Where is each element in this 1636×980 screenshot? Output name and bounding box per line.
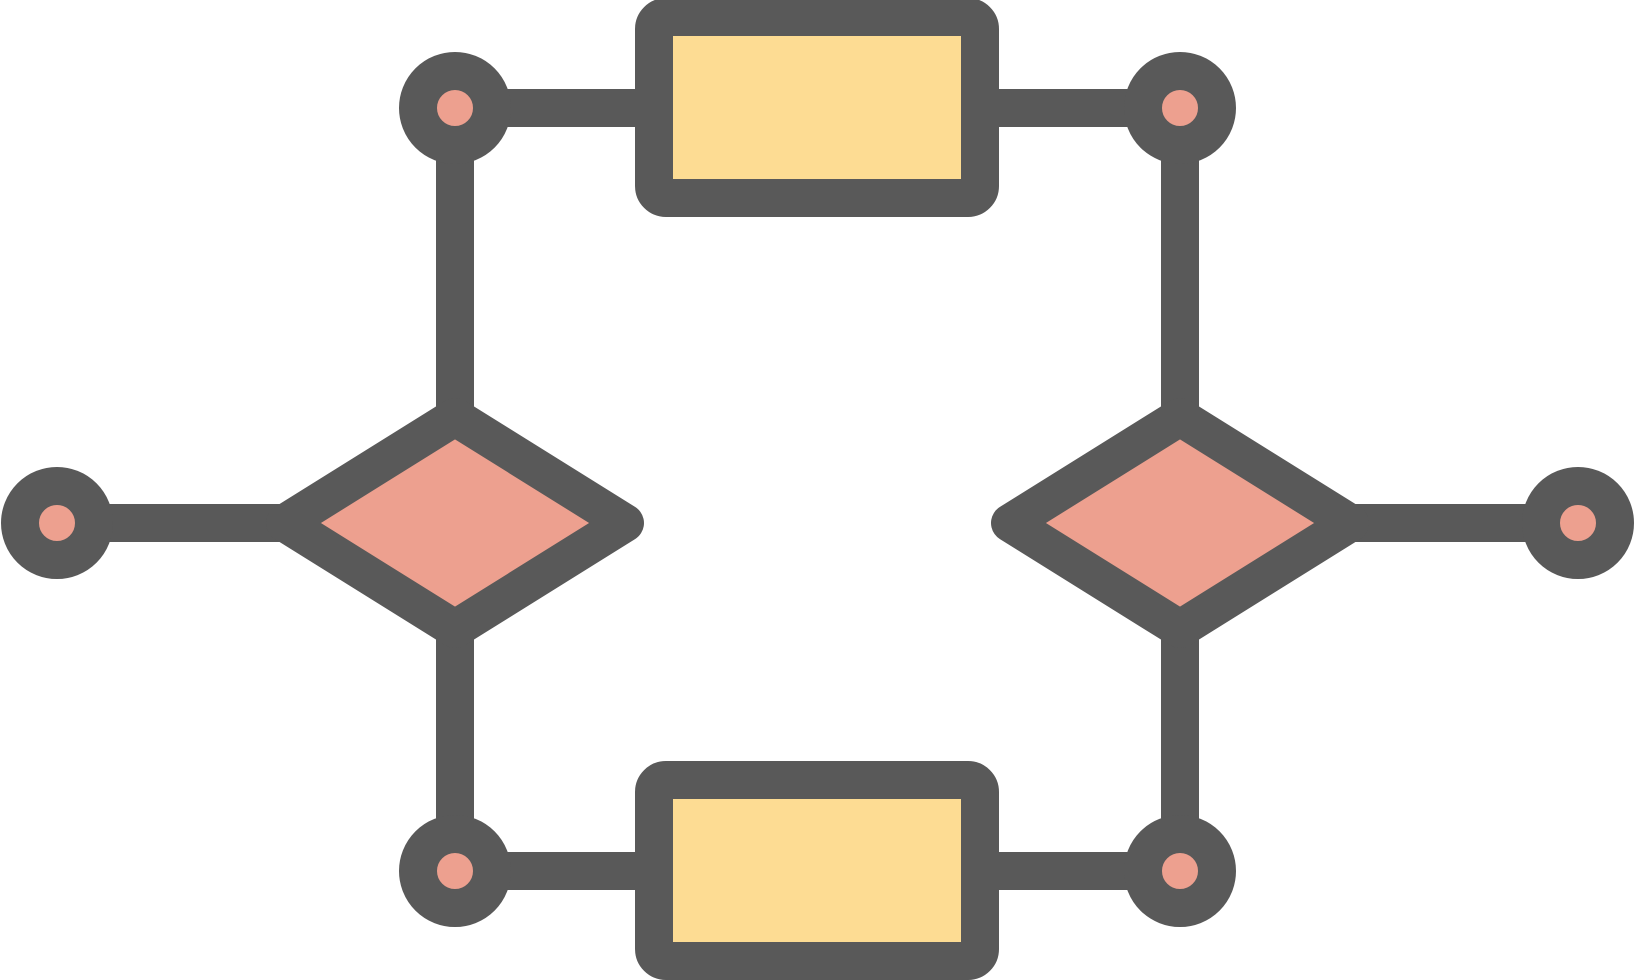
connector-lines <box>57 89 1578 890</box>
node-bottom-left-circle <box>399 815 511 927</box>
node-far-right-circle <box>1522 467 1634 579</box>
decision-right-diamond <box>991 398 1369 648</box>
node-bottom-right-circle <box>1124 815 1236 927</box>
node-far-left-circle <box>1 467 113 579</box>
process-top-box <box>635 0 999 217</box>
process-bottom-box <box>635 761 999 980</box>
node-top-right-circle <box>1124 52 1236 164</box>
node-top-left-circle <box>399 52 511 164</box>
decision-left-diamond <box>266 398 644 648</box>
